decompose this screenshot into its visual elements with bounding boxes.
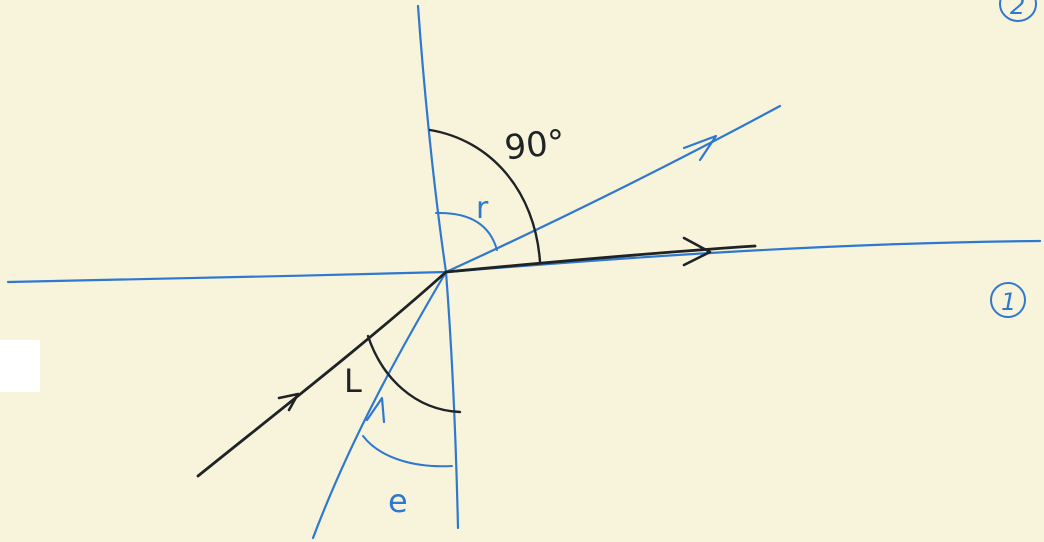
reflection-angle-arc: [435, 211, 498, 251]
reflection-angle-label: r: [476, 191, 489, 226]
incident-ray-blue: [311, 270, 448, 540]
normal-line: [416, 4, 460, 530]
incident-ray-black: [196, 270, 448, 478]
medium-2-circle: [999, 0, 1037, 22]
refraction-angle-label: L: [344, 362, 362, 400]
incident-ray-arrow-blue: [365, 396, 386, 424]
interface-line: [6, 239, 1042, 284]
medium-1-circle: [990, 282, 1026, 318]
incidence-angle-arc: [362, 435, 453, 468]
refracted-ray-black: [444, 244, 757, 274]
refraction-angle-arc: [366, 334, 462, 414]
medium-1-label: 1: [1001, 288, 1016, 316]
right-angle-arc: [428, 128, 542, 264]
medium-2-label: 2: [1010, 0, 1025, 20]
reflected-ray-blue: [444, 104, 782, 274]
refracted-ray-arrow-black: [682, 236, 712, 267]
reflected-ray-arrow-blue: [682, 134, 718, 162]
blank-patch: [0, 340, 40, 392]
incident-ray-arrow-black: [277, 392, 300, 412]
incidence-angle-label: e: [388, 482, 408, 520]
right-angle-label: 90°: [503, 122, 567, 168]
